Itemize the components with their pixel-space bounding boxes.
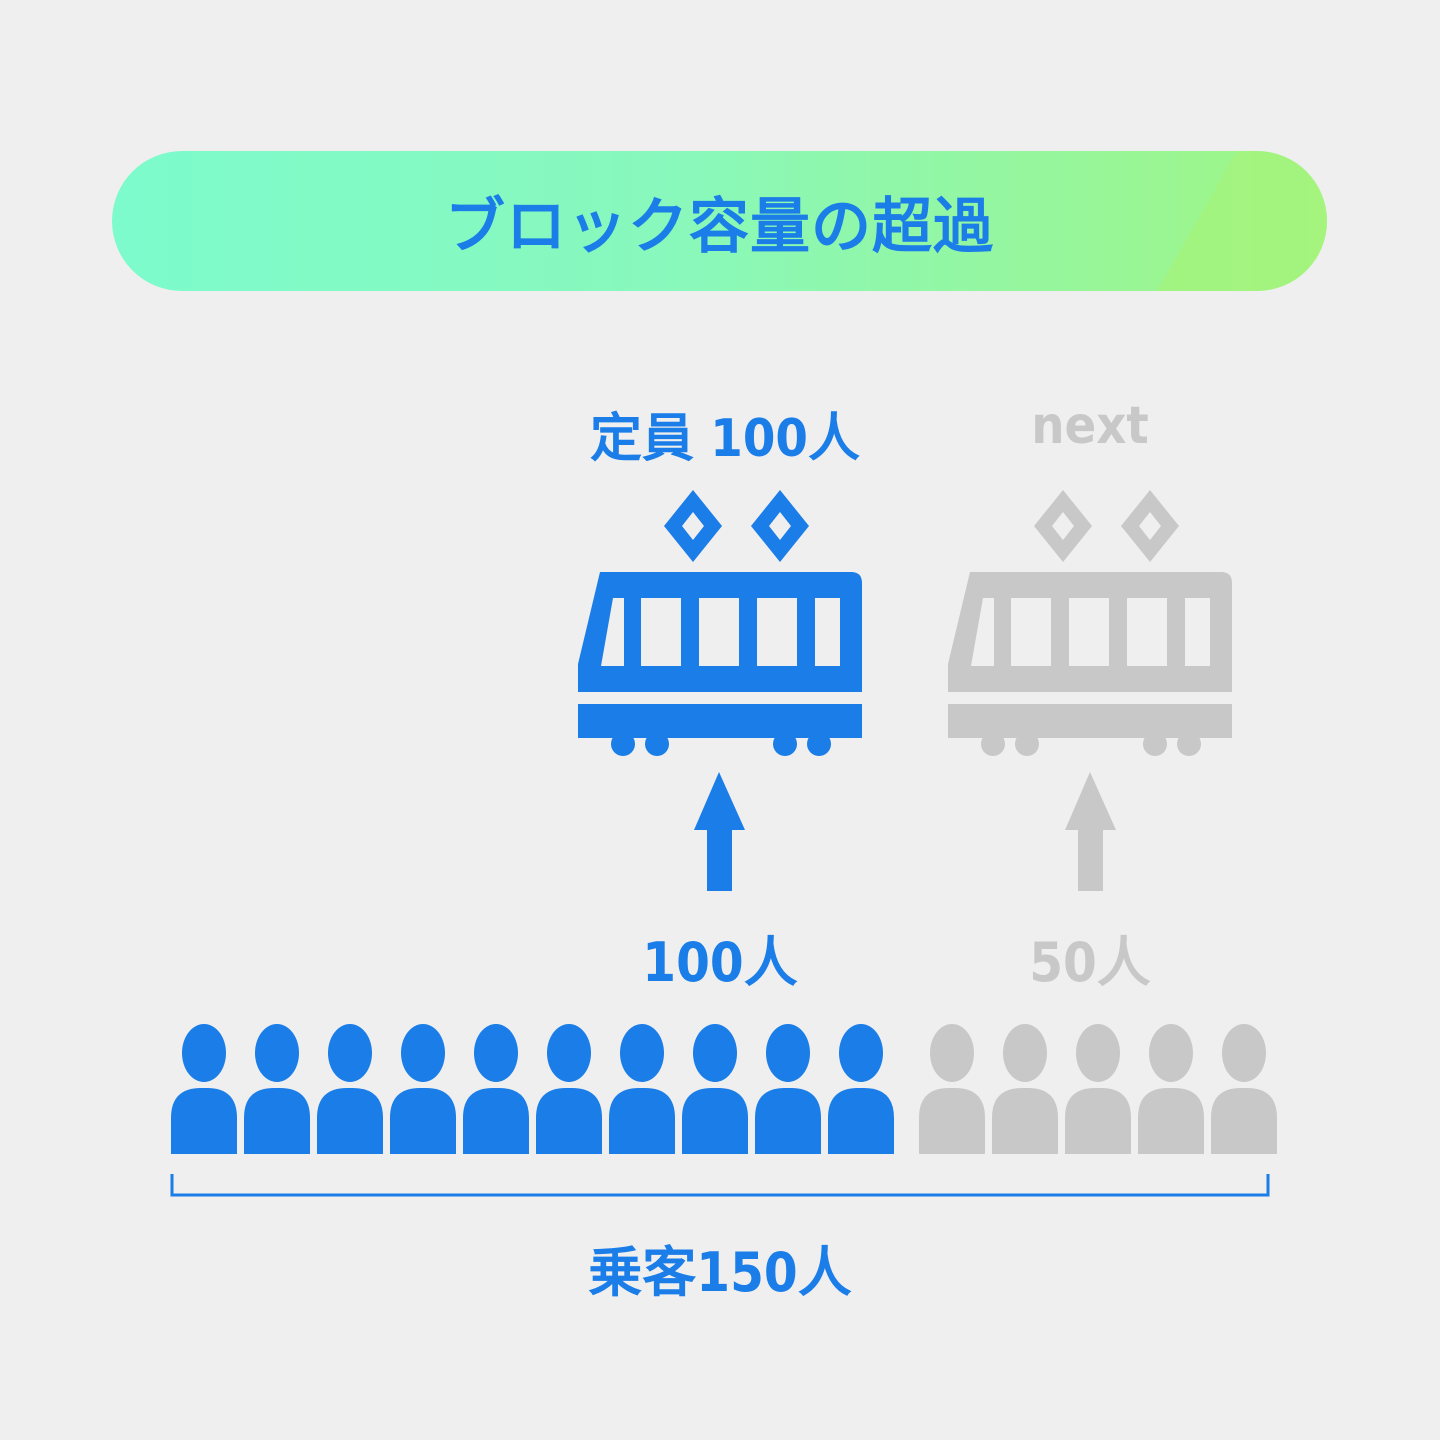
pantograph-right	[1121, 490, 1179, 562]
passenger-icon-boarded	[317, 1024, 383, 1154]
next-train-label: next	[1031, 396, 1149, 456]
boarding-count-next: 50人	[1029, 931, 1151, 994]
passenger-icon-boarded	[536, 1024, 602, 1154]
passenger-icon-waiting	[1065, 1024, 1131, 1154]
arrow-up-icon-current	[694, 772, 745, 891]
boarding-count-current: 100人	[642, 931, 798, 994]
page-title: ブロック容量の超過	[445, 191, 994, 262]
passenger-icon-boarded	[828, 1024, 894, 1154]
passenger-icon-boarded	[755, 1024, 821, 1154]
pantograph-left	[1034, 490, 1092, 562]
passenger-total-label: 乗客150人	[588, 1241, 852, 1304]
passenger-icon-boarded	[609, 1024, 675, 1154]
pantograph-right	[751, 490, 809, 562]
passenger-icon-waiting	[1211, 1024, 1277, 1154]
passenger-icon-boarded	[390, 1024, 456, 1154]
total-bracket	[170, 1174, 1270, 1197]
passenger-icon-boarded	[171, 1024, 237, 1154]
pantograph-left	[664, 490, 722, 562]
passenger-row	[171, 1024, 1277, 1154]
train-icon-next	[948, 490, 1232, 756]
passenger-icon-boarded	[682, 1024, 748, 1154]
title-banner: ブロック容量の超過	[112, 151, 1327, 291]
train-icon-current	[578, 490, 862, 756]
passenger-icon-boarded	[463, 1024, 529, 1154]
passenger-icon-waiting	[919, 1024, 985, 1154]
passenger-icon-waiting	[992, 1024, 1058, 1154]
passenger-icon-waiting	[1138, 1024, 1204, 1154]
capacity-label: 定員 100人	[590, 409, 860, 469]
arrow-up-icon-next	[1065, 772, 1116, 891]
passenger-icon-boarded	[244, 1024, 310, 1154]
